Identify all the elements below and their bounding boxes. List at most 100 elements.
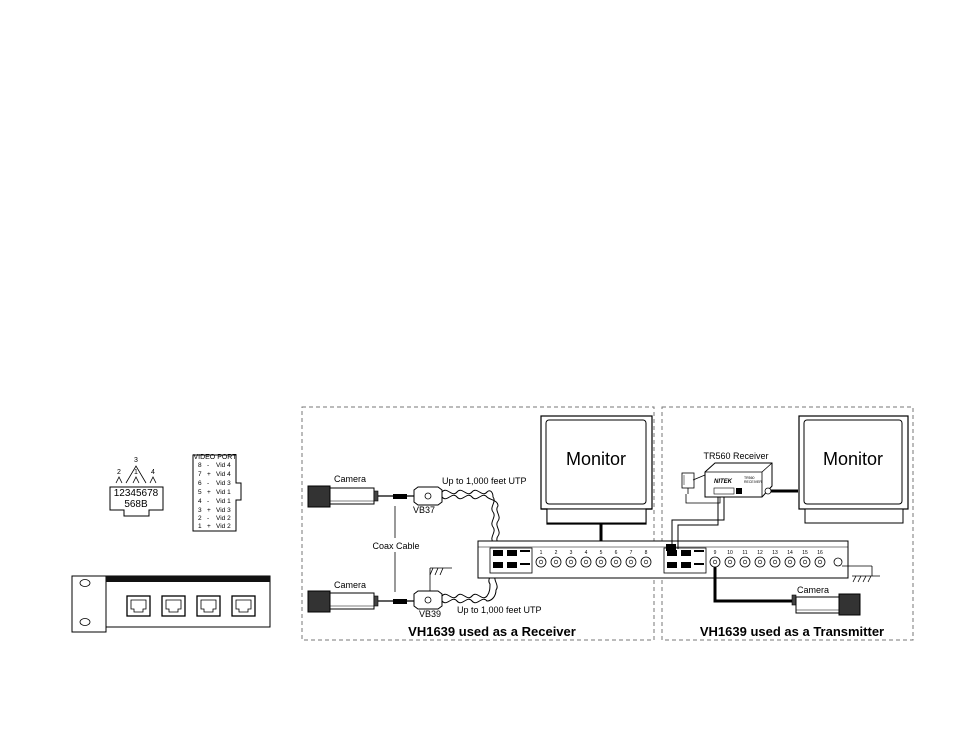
utp-bottom-label: Up to 1,000 feet UTP xyxy=(457,605,542,615)
channel-number: 8 xyxy=(645,550,648,556)
coax-plug xyxy=(393,599,407,604)
pin-row-name: Vid 4 xyxy=(216,471,231,478)
pin-row-number: 6 xyxy=(198,480,202,487)
coax-cable-label: Coax Cable xyxy=(372,541,419,551)
video-port-pinout: VIDEO PORT 8 - Vid 4 7 + Vid 4 6 - Vid 3… xyxy=(192,454,242,532)
transmitter-caption: VH1639 used as a Transmitter xyxy=(700,624,884,639)
pin-row-name: Vid 2 xyxy=(216,515,231,522)
pin-row-sign: - xyxy=(207,515,209,522)
pair-arches xyxy=(115,465,157,484)
rj45-plug xyxy=(666,544,676,551)
power-adapter-icon xyxy=(681,472,706,494)
rack-top-edge xyxy=(106,576,270,582)
receiver-panel-border xyxy=(301,406,655,641)
channel-number: 15 xyxy=(802,550,808,556)
video-port-title: VIDEO PORT xyxy=(193,454,237,461)
pin-row-number: 3 xyxy=(198,507,202,514)
rack-panel xyxy=(71,575,271,633)
ground-icon xyxy=(842,565,880,583)
pin-row-sign: + xyxy=(207,471,211,478)
rj45-pin-numbers: 12345678 xyxy=(114,488,159,499)
rj45-standard: 568B xyxy=(124,499,148,510)
camera-video-cable xyxy=(713,567,792,603)
pin-row-number: 2 xyxy=(198,515,202,522)
camera-bottom-label: Camera xyxy=(334,580,366,590)
channel-number: 12 xyxy=(757,550,763,556)
rj45-jack-icon xyxy=(126,595,151,617)
monitor-icon xyxy=(798,415,909,524)
tr560-brand: NITEK xyxy=(714,479,733,485)
channel-number: 10 xyxy=(727,550,733,556)
monitor-icon xyxy=(540,415,653,525)
pin-row-number: 4 xyxy=(198,498,202,505)
pin-row-sign: - xyxy=(207,480,209,487)
camera-icon xyxy=(791,593,861,616)
pair-label-2: 2 xyxy=(117,469,121,476)
adapter-cable xyxy=(685,494,721,504)
channel-number: 7 xyxy=(630,550,633,556)
pin-row-name: Vid 3 xyxy=(216,480,231,487)
transmitter-panel-border xyxy=(661,406,914,641)
pin-row-number: 7 xyxy=(198,471,202,478)
rack-hole-icon xyxy=(79,618,91,626)
pair-label-3: 3 xyxy=(134,457,138,464)
rj45-jack-icon xyxy=(161,595,186,617)
pin-row-name: Vid 2 xyxy=(216,523,231,530)
bnc-centers xyxy=(538,559,823,565)
balun-bottom-label: VB39 xyxy=(419,609,441,619)
camera-icon xyxy=(307,590,379,613)
video-port-outline xyxy=(192,454,242,532)
channel-number: 13 xyxy=(772,550,778,556)
channel-number: 1 xyxy=(540,550,543,556)
channel-number: 6 xyxy=(615,550,618,556)
rj45-connector: 2 3 1 4 12345678 568B xyxy=(109,457,164,517)
vh1639-unit xyxy=(477,540,849,579)
channel-number: 14 xyxy=(787,550,793,556)
tr560-data-cables xyxy=(671,497,725,549)
camera-right-label: Camera xyxy=(797,585,829,595)
pin-row-sign: + xyxy=(207,489,211,496)
channel-number: 3 xyxy=(570,550,573,556)
channel-number: 9 xyxy=(714,550,717,556)
pin-row-sign: + xyxy=(207,507,211,514)
pin-row-name: Vid 1 xyxy=(216,489,231,496)
monitor-right-label: Monitor xyxy=(823,449,883,469)
tr560-model: TR560 xyxy=(744,476,755,480)
pair-label-1: 1 xyxy=(134,469,138,476)
camera-icon xyxy=(307,485,379,508)
rj45-jack-icon xyxy=(231,595,256,617)
pair-label-4: 4 xyxy=(151,469,155,476)
coax-plug xyxy=(393,494,407,499)
pin-row-number: 5 xyxy=(198,489,202,496)
pin-row-name: Vid 1 xyxy=(216,498,231,505)
balun-icon xyxy=(413,486,443,506)
tr560-label: TR560 Receiver xyxy=(703,451,768,461)
power-connector xyxy=(833,557,843,567)
ground-icon xyxy=(429,567,452,591)
balun-top-label: VB37 xyxy=(413,505,435,515)
pinout-rows: 8 - Vid 4 7 + Vid 4 6 - Vid 3 5 + Vid 1 … xyxy=(198,462,231,530)
tr560-sub: RECEIVER xyxy=(744,480,762,484)
receiver-caption: VH1639 used as a Receiver xyxy=(408,624,576,639)
channel-number: 5 xyxy=(600,550,603,556)
rack-hole-icon xyxy=(79,579,91,587)
rj45-outline xyxy=(109,486,164,517)
channel-number: 11 xyxy=(742,550,747,556)
pin-row-name: Vid 4 xyxy=(216,462,231,469)
pin-row-sign: + xyxy=(207,523,211,530)
channel-number: 2 xyxy=(555,550,558,556)
channel-number: 4 xyxy=(585,550,588,556)
pin-row-number: 1 xyxy=(198,523,202,530)
pin-row-name: Vid 3 xyxy=(216,507,231,514)
pin-row-sign: - xyxy=(207,498,209,505)
utp-top-label: Up to 1,000 feet UTP xyxy=(442,476,527,486)
balun-icon xyxy=(413,590,443,610)
rj45-jack-icon xyxy=(196,595,221,617)
channel-number: 16 xyxy=(817,550,823,556)
pin-row-sign: - xyxy=(207,462,209,469)
channel-numbers: 1 2 3 4 5 6 7 8 9 10 11 12 13 14 15 16 xyxy=(540,550,823,556)
camera-top-label: Camera xyxy=(334,474,366,484)
coax-label-bg xyxy=(369,538,423,552)
pin-row-number: 8 xyxy=(198,462,202,469)
